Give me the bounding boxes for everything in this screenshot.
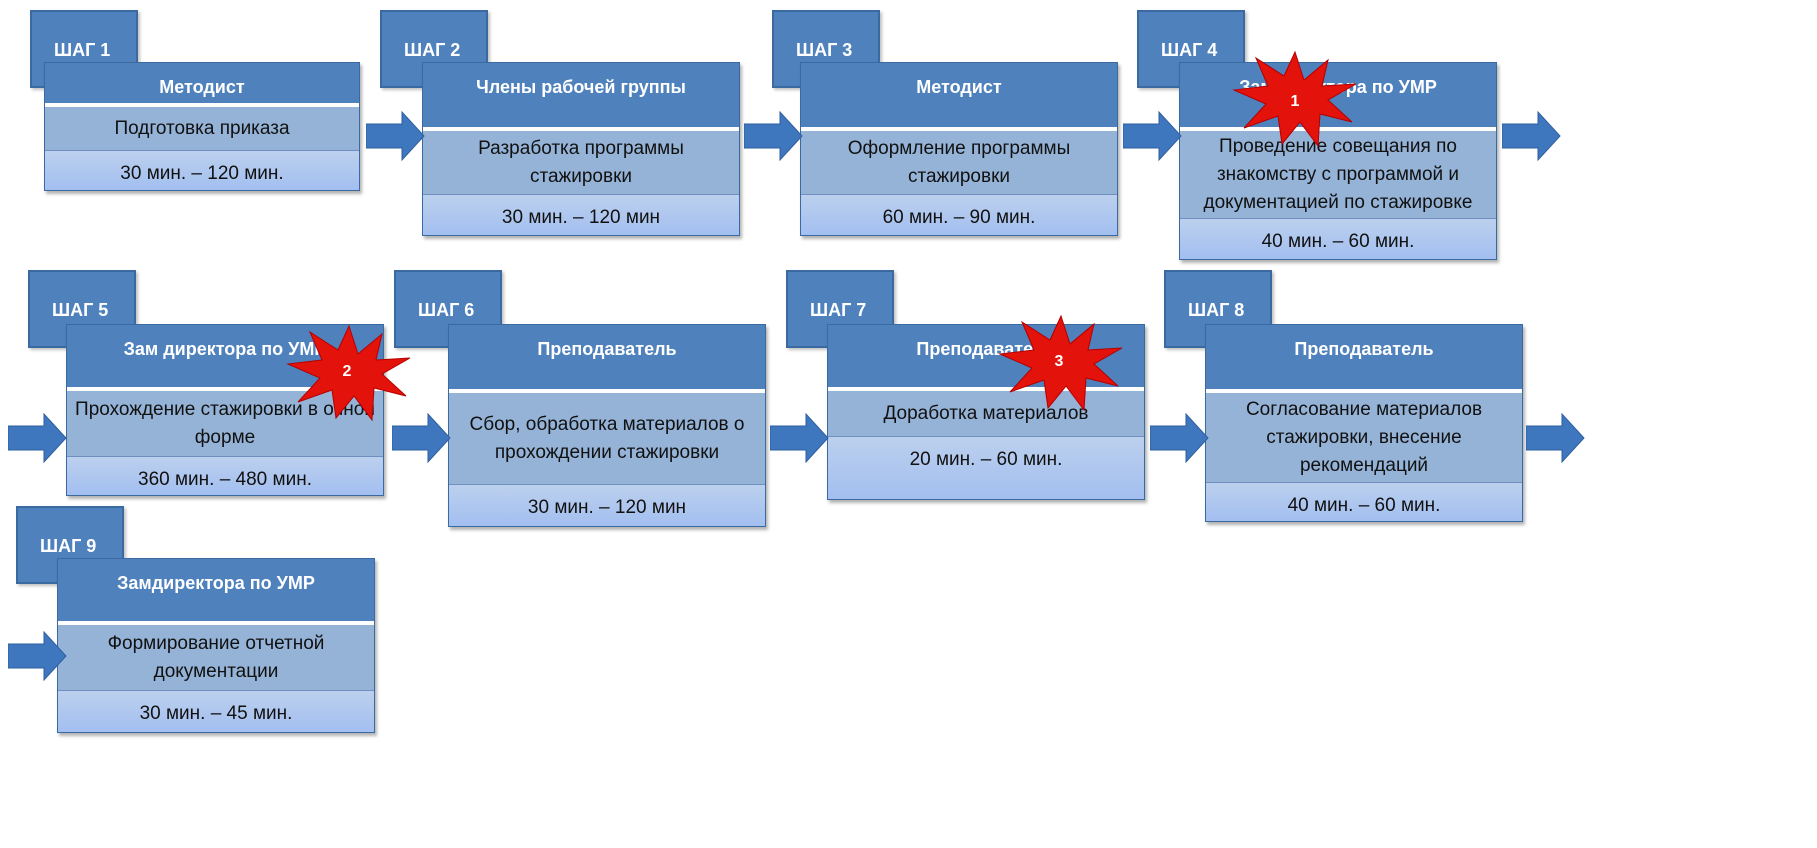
marker-number: 3 [1055,353,1064,370]
red-burst-marker: 1 [1232,50,1357,148]
step-tab-label: ШАГ 1 [54,40,111,60]
step-time: 40 мин. – 60 мин. [1206,483,1522,521]
step-time: 30 мин. – 120 мин [449,485,765,526]
arrow-right-icon [744,110,803,162]
step-card: Члены рабочей группы Разработка программ… [422,62,740,236]
step-card: Методист Подготовка приказа 30 мин. – 12… [44,62,360,191]
step-tab-label: ШАГ 7 [810,300,867,320]
step-tab-label: ШАГ 9 [40,536,97,556]
marker-number: 1 [1291,93,1300,110]
step-task: Доработка материалов [828,391,1144,437]
step-tab-label: ШАГ 3 [796,40,853,60]
step-tab-label: ШАГ 4 [1161,40,1218,60]
step-tab-label: ШАГ 6 [418,300,475,320]
step-time: 360 мин. – 480 мин. [67,457,383,495]
arrow-right-icon [1526,412,1585,464]
step-task: Подготовка приказа [45,107,359,151]
step-card: Преподаватель Сбор, обработка материалов… [448,324,766,527]
step-tab-label: ШАГ 8 [1188,300,1245,320]
step-card: Методист Оформление программы стажировки… [800,62,1118,236]
step-task: Формирование отчетной документации [58,625,374,691]
step-task: Проведение совещания по знакомству с про… [1180,131,1496,219]
arrow-right-icon [8,630,67,682]
step-role: Методист [801,63,1117,131]
step-task: Прохождение стажировки в очной форме [67,391,383,457]
arrow-right-icon [1502,110,1561,162]
step-role: Методист [45,63,359,107]
step-tab-label: ШАГ 2 [404,40,461,60]
step-role: Замдиректора по УМР [58,559,374,625]
arrow-right-icon [392,412,451,464]
step-time: 30 мин. – 120 мин. [45,151,359,190]
step-time: 30 мин. – 120 мин [423,195,739,235]
step-role: Преподаватель [1206,325,1522,393]
step-role: Преподаватель [449,325,765,393]
step-time: 30 мин. – 45 мин. [58,691,374,732]
arrow-right-icon [8,412,67,464]
red-burst-marker: 2 [286,324,411,422]
step-time: 20 мин. – 60 мин. [828,437,1144,499]
step-tab-label: ШАГ 5 [52,300,109,320]
arrow-right-icon [1150,412,1209,464]
step-task: Разработка программы стажировки [423,131,739,195]
step-task: Оформление программы стажировки [801,131,1117,195]
arrow-right-icon [366,110,425,162]
step-role: Замдиректора по УМР [1180,63,1496,131]
arrow-right-icon [1123,110,1182,162]
step-card: Преподаватель Согласование материалов ст… [1205,324,1523,522]
step-time: 60 мин. – 90 мин. [801,195,1117,235]
marker-number: 2 [343,363,352,380]
arrow-right-icon [770,412,829,464]
red-burst-marker: 3 [998,314,1123,412]
step-role: Члены рабочей группы [423,63,739,131]
step-card: Замдиректора по УМР Формирование отчетно… [57,558,375,733]
step-time: 40 мин. – 60 мин. [1180,219,1496,259]
step-card: Замдиректора по УМР Проведение совещания… [1179,62,1497,260]
step-task: Сбор, обработка материалов о прохождении… [449,393,765,485]
step-task: Согласование материалов стажировки, внес… [1206,393,1522,483]
